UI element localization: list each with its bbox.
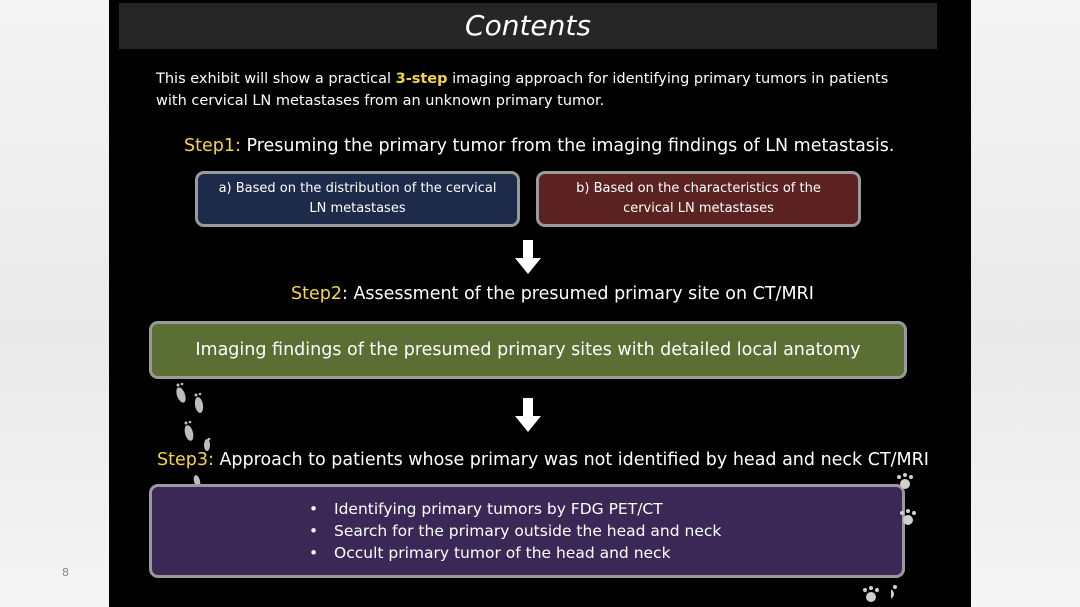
step1-text: Presuming the primary tumor from the ima… (246, 136, 895, 156)
slide-title-bar: Contents (119, 3, 937, 49)
step1-label: Step1: (184, 136, 241, 156)
intro-text-start: This exhibit will show a practical (156, 71, 396, 87)
step2-box: Imaging findings of the presumed primary… (149, 321, 907, 379)
intro-text: This exhibit will show a practical 3-ste… (156, 68, 916, 112)
step1-box-a-text: a) Based on the distribution of the cerv… (218, 181, 497, 216)
step3-box: Identifying primary tumors by FDG PET/CT… (149, 484, 905, 578)
step3-bullet-list: Identifying primary tumors by FDG PET/CT… (152, 498, 721, 564)
intro-text-end: imaging approach for identifying primary… (156, 71, 889, 109)
paw-prints-icon (863, 586, 879, 602)
slide: Contents This exhibit will show a practi… (109, 0, 971, 607)
step1-box-characteristics: b) Based on the characteristics of the c… (536, 171, 861, 227)
step3-text: Approach to patients whose primary was n… (219, 450, 929, 470)
list-item: Search for the primary outside the head … (309, 520, 721, 542)
step3-heading: Step3: Approach to patients whose primar… (157, 450, 929, 470)
step2-box-text: Imaging findings of the presumed primary… (195, 340, 861, 360)
page-number: 8 (62, 566, 69, 579)
list-item: Occult primary tumor of the head and nec… (309, 542, 721, 564)
slide-title: Contents (465, 9, 591, 42)
down-arrow-icon (515, 398, 541, 432)
step3-label: Step3: (157, 450, 214, 470)
step1-box-distribution: a) Based on the distribution of the cerv… (195, 171, 520, 227)
step2-heading: Step2: Assessment of the presumed primar… (291, 284, 814, 304)
step2-text: : Assessment of the presumed primary sit… (341, 284, 814, 304)
step1-box-b-text: b) Based on the characteristics of the c… (576, 181, 821, 216)
step1-heading: Step1: Presuming the primary tumor from … (184, 136, 894, 156)
step2-label: Step2 (291, 284, 342, 304)
list-item: Identifying primary tumors by FDG PET/CT (309, 498, 721, 520)
paw-prints-icon (891, 473, 916, 599)
intro-highlight: 3-step (395, 71, 448, 87)
footprints-icon (176, 383, 211, 487)
down-arrow-icon (515, 240, 541, 274)
